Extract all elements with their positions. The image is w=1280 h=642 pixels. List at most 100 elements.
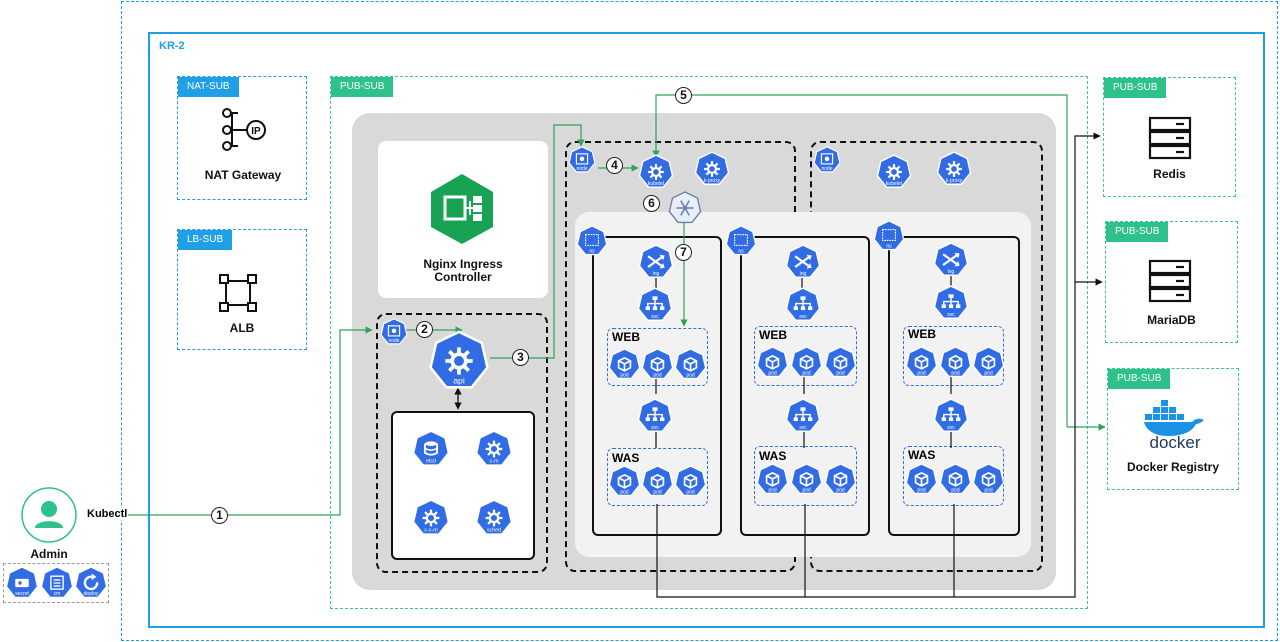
was-label-3: WAS — [908, 448, 936, 462]
web-pod-1-1-icon: pod — [608, 348, 641, 380]
step-marker-6: 6 — [643, 195, 660, 212]
web-pod-2-1-icon: pod — [756, 346, 789, 378]
nat-subnet: NAT-SUB — [177, 76, 307, 200]
web-service-1-icon: svc — [637, 287, 673, 321]
region-kr2 — [148, 32, 1265, 628]
configmap-resource-icon-label: cm — [54, 591, 61, 597]
web-deploy-box-1 — [607, 328, 708, 386]
was-pod-3-1-icon-label: pod — [917, 487, 926, 493]
ingress-2-icon: ing — [785, 244, 821, 278]
namespace-3-icon: ns — [873, 220, 905, 251]
mariadb-subnet-tag: PUB-SUB — [1106, 222, 1169, 242]
web-pod-2-3-icon-label: pod — [836, 370, 845, 376]
worker1-kubelet-icon-label: kubelet — [648, 181, 665, 187]
was-service-1-icon-label: svc — [651, 425, 659, 431]
was-pod-1-1-icon: pod — [608, 465, 641, 497]
worker2-kproxy-icon-label: k-proxy — [946, 178, 963, 184]
worker1-kubelet-icon: kubelet — [638, 154, 674, 188]
mariadb-subnet: PUB-SUB — [1105, 221, 1238, 343]
ingress-1-icon: ing — [638, 244, 674, 278]
was-pod-1-3-icon-label: pod — [686, 489, 695, 495]
lb-subnet: LB-SUB — [177, 229, 307, 350]
redis-server-icon — [1148, 116, 1192, 160]
scheduler-icon: sched — [475, 499, 513, 535]
worker1-kproxy-icon-label: k-proxy — [704, 178, 721, 184]
step-marker-5: 5 — [675, 87, 692, 104]
nginx-ingress-icon — [431, 174, 493, 244]
configmap-resource-icon: cm — [40, 566, 74, 599]
cloud-controller-manager-icon-label: c-c-m — [424, 528, 438, 534]
worker1-node-icon-label: node — [576, 166, 587, 172]
controller-manager-icon-label: c-m — [490, 459, 499, 465]
control-plane-box — [391, 411, 535, 560]
web-service-3-icon: svc — [933, 285, 969, 319]
docker-logo-text: docker — [1149, 433, 1200, 452]
was-pod-2-3-icon-label: pod — [836, 487, 845, 493]
namespace-2-icon-label: ns — [738, 249, 744, 255]
step-marker-4: 4 — [606, 157, 623, 174]
web-pod-3-2-icon: pod — [939, 346, 972, 378]
ingress-3-icon: ing — [933, 242, 969, 276]
lb-subnet-tag: LB-SUB — [178, 230, 233, 250]
alb-icon — [219, 274, 257, 312]
web-pod-2-2-icon-label: pod — [802, 370, 811, 376]
docker-whale-icon: docker — [1144, 400, 1204, 452]
was-pod-2-3-icon: pod — [824, 463, 857, 495]
api-server-icon: api — [429, 330, 489, 389]
redis-subnet-tag: PUB-SUB — [1104, 78, 1167, 98]
nginx-title-line1: Nginx Ingress — [423, 257, 503, 271]
was-pod-3-2-icon: pod — [939, 463, 972, 495]
ingress-3-icon-label: ing — [948, 269, 955, 275]
web-label-3: WEB — [908, 327, 936, 341]
web-service-2-icon: svc — [785, 287, 821, 321]
controller-manager-icon: c-m — [475, 430, 513, 466]
web-pod-3-3-icon: pod — [972, 346, 1005, 378]
was-label-1: WAS — [612, 451, 640, 465]
web-pod-2-2-icon: pod — [790, 346, 823, 378]
was-pod-1-3-icon: pod — [674, 465, 707, 497]
was-label-2: WAS — [759, 449, 787, 463]
web-pod-3-3-icon-label: pod — [984, 370, 993, 376]
was-pod-2-2-icon: pod — [790, 463, 823, 495]
web-deploy-box-2 — [754, 326, 857, 386]
ingress-1-icon-label: ing — [653, 271, 660, 277]
pub-subnet-main-tag: PUB-SUB — [331, 77, 394, 97]
pub-subnet-main: PUB-SUB — [330, 76, 1088, 609]
was-pod-1-2-icon-label: pod — [653, 489, 662, 495]
redis-subnet: PUB-SUB — [1103, 77, 1236, 197]
web-pod-1-3-icon-label: pod — [686, 372, 695, 378]
deployment-resource-icon: deploy — [74, 566, 108, 599]
deployment-resource-icon-label: deploy — [84, 591, 99, 597]
web-label-1: WEB — [612, 330, 640, 344]
step-marker-1: 1 — [211, 507, 228, 524]
web-label-2: WEB — [759, 328, 787, 342]
worker2-node-icon-label: node — [821, 166, 832, 172]
web-pod-1-2-icon-label: pod — [653, 372, 662, 378]
admin-label: Admin — [30, 547, 68, 561]
worker2-node-icon: node — [813, 146, 841, 173]
nat-gateway-label: NAT Gateway — [204, 168, 282, 182]
web-service-1-icon-label: svc — [651, 314, 659, 320]
cloud-controller-manager-icon: c-c-m — [412, 499, 450, 535]
worker2-kubelet-icon-label: kubelet — [886, 181, 903, 187]
worker2-kproxy-icon: k-proxy — [936, 151, 972, 185]
was-pod-3-2-icon-label: pod — [951, 487, 960, 493]
web-service-3-icon-label: svc — [947, 312, 955, 318]
web-pod-3-2-icon-label: pod — [951, 370, 960, 376]
etcd-icon: etcd — [412, 430, 450, 466]
web-deploy-box-3 — [903, 326, 1004, 386]
web-pod-2-3-icon: pod — [824, 346, 857, 378]
docker-registry-label: Docker Registry — [1126, 460, 1220, 474]
was-service-2-icon-label: svc — [799, 425, 807, 431]
api-server-icon-label: api — [453, 375, 465, 385]
was-pod-3-3-icon: pod — [972, 463, 1005, 495]
master-node-icon: node — [380, 318, 408, 345]
alb-label: ALB — [229, 321, 255, 335]
namespace-1-icon: ns — [576, 225, 608, 256]
docker-subnet-tag: PUB-SUB — [1108, 369, 1171, 389]
admin-resource-box — [3, 563, 109, 603]
was-pod-2-1-icon-label: pod — [768, 487, 777, 493]
was-pod-3-3-icon-label: pod — [984, 487, 993, 493]
redis-label: Redis — [1153, 167, 1186, 181]
worker2-kubelet-icon: kubelet — [876, 154, 912, 188]
